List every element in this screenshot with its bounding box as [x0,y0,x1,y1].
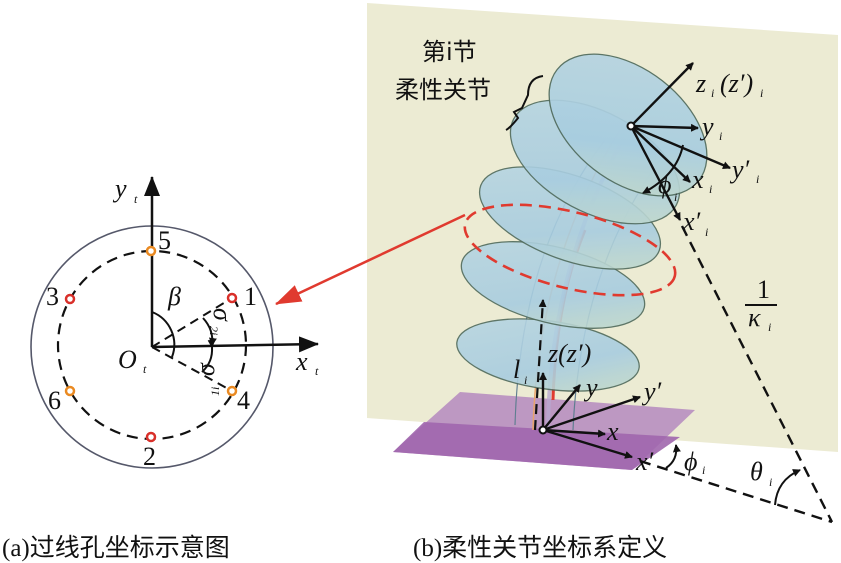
top-y-axis [630,123,699,132]
origin-sub: t [143,362,147,376]
x-axis [151,336,319,353]
highlighted-disc-outline [463,203,677,297]
hole-1 [226,292,238,304]
base-plate-front [393,422,680,470]
top-z-axis [630,62,694,127]
y-axis-label: y [112,174,127,203]
hole-label-4: 4 [237,386,250,415]
curvature-den-sub: i [768,320,771,334]
top-phi-label: ϕ [658,170,671,199]
top-phi-arc [642,144,684,194]
curvature-numerator: 1 [757,275,770,304]
top-x-sub: i [709,182,712,196]
beta-arc [151,311,176,358]
joint-label-line2: 柔性关节 [395,76,491,104]
sigma1-label: σ [191,362,220,376]
top-z-paren: (z′) [720,69,753,98]
top-y-label: y [699,112,714,141]
top-y-prime-label: y′ [729,155,750,184]
base-phi-sub: i [702,463,705,477]
top-z-paren-sub: i [760,86,763,100]
sigma1-label-group: σ 1i [191,362,222,396]
hole-6 [64,385,76,397]
hole4-radius [151,346,233,392]
theta-arc [774,469,801,506]
base-x-prime-axis [542,428,633,459]
y-axis-sub: t [134,192,138,206]
top-origin [626,121,636,131]
radius-line [680,225,834,523]
hole-label-1: 1 [244,282,257,311]
base-phi-label: ϕ [684,447,697,476]
base-x-label: x [606,417,619,446]
top-z-sub: i [711,86,714,100]
base-y-prime-label: y′ [641,377,662,406]
base-l-label: l [513,355,520,384]
hole-4 [226,385,238,397]
theta-sub: i [769,475,772,489]
top-z-label: z [695,69,706,98]
beta-label: β [167,282,181,311]
base-y-prime-axis [542,395,641,432]
hole-label-2: 2 [143,442,156,471]
joint-frame-panel: 第i节 柔性关节 z i (z′) i y i y′ i x i x′ i ϕ … [275,3,838,524]
hole-2 [145,431,157,443]
caption-b: (b)柔性关节坐标系定义 [413,534,667,562]
caption-a: (a)过线孔坐标示意图 [2,534,230,562]
hole-label-5: 5 [158,226,171,255]
theta-label: θ [750,457,763,486]
top-x-prime-label: x′ [682,207,701,236]
top-y-prime-axis [630,124,731,170]
base-origin [538,425,548,435]
sigma2-label-group: σ 2i [207,308,237,335]
sigma2-sub: 2i [207,326,221,335]
base-y-axis [542,384,581,431]
x-axis-label: x [295,347,308,376]
sigma1-arc [201,339,216,373]
base-l-sub: i [524,373,527,387]
sigma2-label: σ [208,308,237,322]
base-phi-arc [665,444,681,469]
base-z-label: z(z′) [547,339,591,368]
base-x-axis [542,428,606,438]
hole-3 [64,293,76,305]
hole1-radius [151,297,233,348]
curvature-denominator: κ [748,303,761,332]
base-centerline [533,299,547,431]
hole-label-6: 6 [48,386,61,415]
hole-label-3: 3 [46,282,59,311]
top-phi-sub: i [674,190,677,204]
chord-line [639,459,833,524]
joint-label-line1: 第i节 [422,38,477,66]
top-x-axis [630,125,691,183]
origin-label: O [118,345,137,374]
sigma1-sub: 1i [208,387,222,396]
hole-5 [145,245,157,257]
top-x-prime-sub: i [705,225,708,239]
hole-layout-panel: 1 2 3 4 5 6 y t x t O t β σ 2i σ 1i [30,174,319,471]
top-x-label: x [691,165,704,194]
zoom-arrow [275,213,466,306]
top-y-sub: i [719,129,722,143]
x-axis-sub: t [315,364,319,378]
top-y-prime-sub: i [756,172,759,186]
top-x-prime-axis [629,125,682,221]
base-y-label: y [583,373,598,402]
joint-brace [505,75,544,131]
